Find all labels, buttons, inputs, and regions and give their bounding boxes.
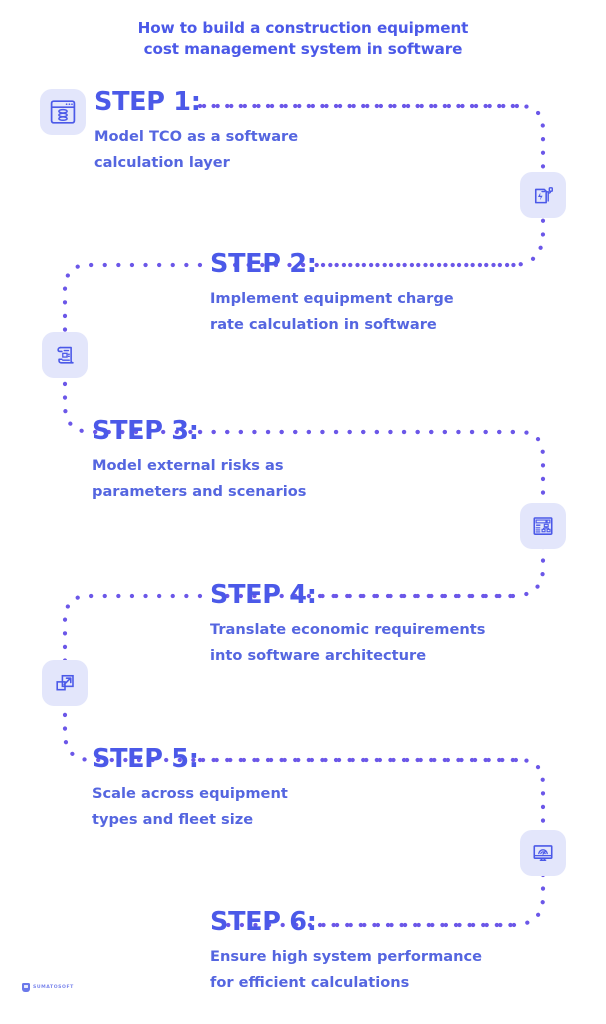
step-1-description: Model TCO as a software calculation laye… (94, 124, 298, 175)
dashboard-flowchart-icon (530, 513, 556, 539)
path-icon-tile-dashboard (520, 503, 566, 549)
step-1-desc-line-1: Model TCO as a software (94, 128, 299, 145)
scroll-document-icon (52, 342, 78, 368)
path-icon-tile-battery (520, 172, 566, 218)
page-title-line-2: cost management system in software (143, 40, 463, 58)
step-6-description: Ensure high system performance for effic… (210, 944, 482, 995)
scale-expand-icon (52, 670, 78, 696)
path-icon-tile-scroll (42, 332, 88, 378)
step-2-desc-line-2: rate calculation in software (210, 315, 437, 333)
page-title: How to build a construction equipment co… (0, 18, 606, 60)
step-1-icon-tile (40, 89, 86, 135)
step-5-label: STEP 5: (92, 744, 199, 774)
step-4-label: STEP 4: (210, 580, 317, 610)
step-4-description: Translate economic requirements into sof… (210, 617, 485, 668)
step-6-desc-line-1: Ensure high system performance (210, 948, 483, 965)
step-3-desc-line-2: parameters and scenarios (92, 482, 307, 500)
step-4-desc-line-1: Translate economic requirements (210, 621, 486, 638)
step-1: STEP 1: Model TCO as a software calculat… (94, 88, 298, 175)
step-1-desc-line-2: calculation layer (94, 153, 230, 171)
step-4: STEP 4: Translate economic requirements … (210, 581, 485, 668)
step-1-label: STEP 1: (94, 87, 201, 117)
step-3-label: STEP 3: (92, 416, 199, 446)
battery-charge-icon (530, 182, 556, 208)
step-5-desc-line-1: Scale across equipment (92, 785, 288, 802)
step-2-description: Implement equipment charge rate calculat… (210, 286, 454, 337)
step-3-description: Model external risks as parameters and s… (92, 453, 306, 504)
step-3: STEP 3: Model external risks as paramete… (92, 417, 306, 504)
monitor-gauge-icon (530, 840, 556, 866)
step-6-label: STEP 6: (210, 907, 317, 937)
step-5: STEP 5: Scale across equipment types and… (92, 745, 288, 832)
brand-logo-text: SUMATOSOFT (33, 984, 74, 990)
step-6-desc-line-2: for efficient calculations (210, 973, 410, 991)
browser-database-icon (49, 98, 77, 126)
path-icon-tile-monitor (520, 830, 566, 876)
step-6: STEP 6: Ensure high system performance f… (210, 908, 482, 995)
step-4-desc-line-2: into software architecture (210, 646, 427, 664)
step-2: STEP 2: Implement equipment charge rate … (210, 250, 454, 337)
step-5-desc-line-2: types and fleet size (92, 810, 254, 828)
step-2-label: STEP 2: (210, 249, 317, 279)
step-3-desc-line-1: Model external risks as (92, 457, 284, 474)
path-icon-tile-scale (42, 660, 88, 706)
step-2-desc-line-1: Implement equipment charge (210, 290, 454, 307)
brand-logo: SUMATOSOFT (22, 983, 74, 992)
page-title-line-1: How to build a construction equipment (137, 19, 469, 37)
shield-icon (22, 983, 30, 992)
step-5-description: Scale across equipment types and fleet s… (92, 781, 288, 832)
